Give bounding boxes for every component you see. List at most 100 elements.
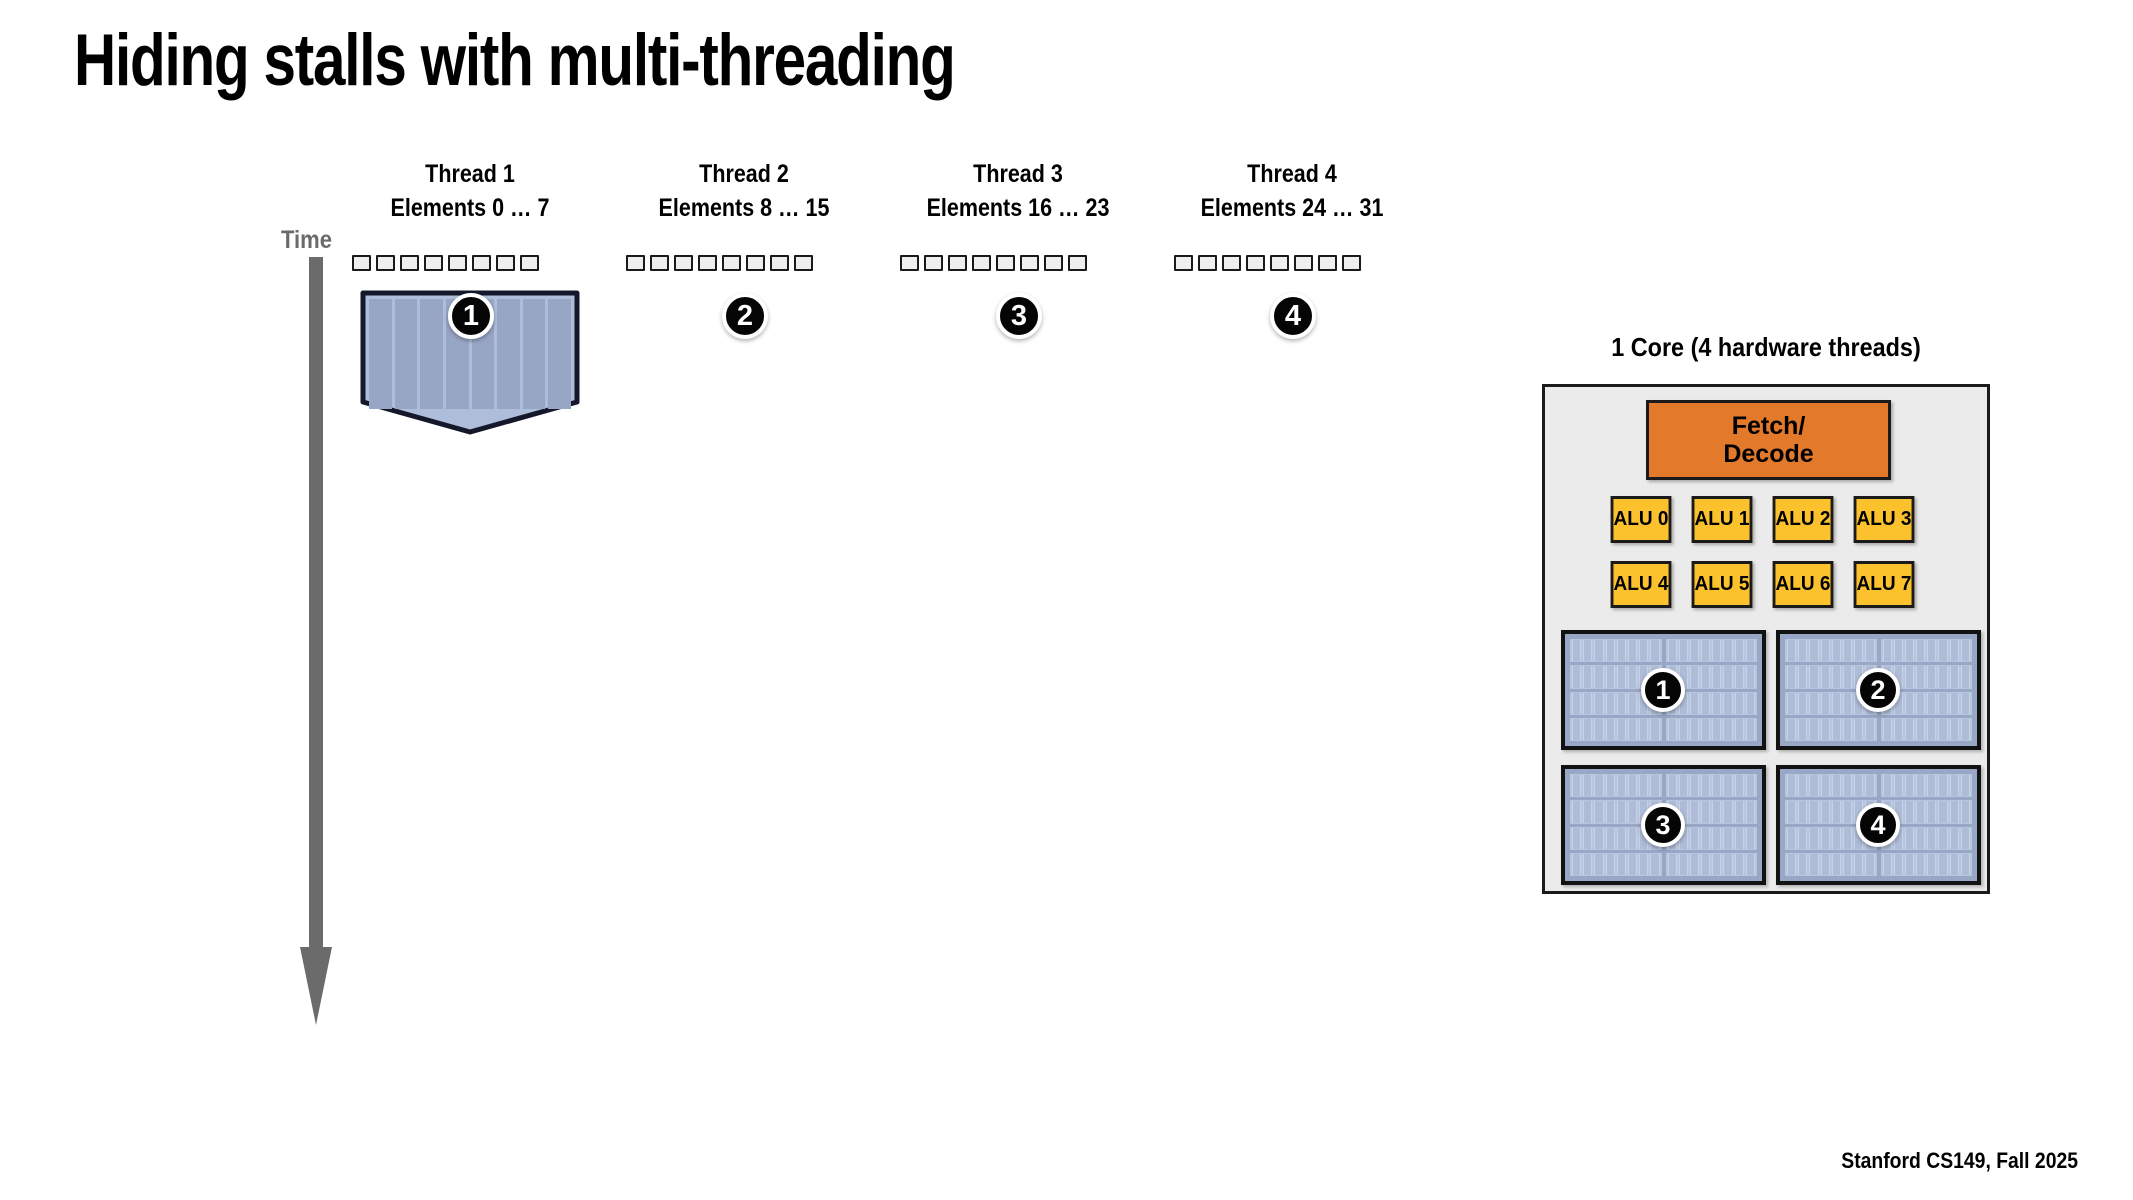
exec-context-slot <box>1960 718 1970 740</box>
exec-context-slot <box>1745 692 1755 714</box>
exec-context-cell <box>1665 691 1757 715</box>
exec-context-slot <box>1798 853 1808 875</box>
exec-context-slot <box>1572 853 1582 875</box>
exec-context-slot <box>1583 666 1593 688</box>
exec-context-slot <box>1723 827 1733 849</box>
exec-context-slot <box>1927 827 1937 849</box>
element-box <box>1270 255 1289 271</box>
exec-context-slot <box>1949 718 1959 740</box>
exec-context-slot <box>1842 640 1853 662</box>
exec-context-slot <box>1893 640 1903 662</box>
exec-context-slot <box>1916 718 1926 740</box>
exec-context-slot <box>1678 718 1688 740</box>
exec-context-row <box>1785 691 1972 715</box>
exec-context-slot <box>1639 640 1649 662</box>
exec-context-cell <box>1785 774 1877 798</box>
exec-context-slot <box>1809 775 1819 797</box>
exec-context-cell <box>1785 852 1877 876</box>
exec-context-slot <box>1605 666 1615 688</box>
work-block-stripe <box>548 299 571 409</box>
exec-context-slot <box>1854 775 1864 797</box>
exec-context-slot <box>1927 666 1937 688</box>
exec-context-slot <box>1938 801 1948 823</box>
exec-context-slot <box>1734 853 1744 875</box>
element-box <box>400 255 419 271</box>
exec-context-cell <box>1880 717 1972 741</box>
exec-context-slot <box>1627 692 1638 714</box>
exec-context-slot <box>1639 718 1649 740</box>
element-box <box>1222 255 1241 271</box>
element-box <box>924 255 943 271</box>
exec-context-slot <box>1865 853 1875 875</box>
exec-context-slot <box>1723 666 1733 688</box>
element-box <box>1294 255 1313 271</box>
exec-context-slot <box>1949 640 1959 662</box>
exec-context-slot <box>1594 853 1604 875</box>
exec-context-slot <box>1689 853 1700 875</box>
exec-context-slot <box>1798 718 1808 740</box>
exec-context-slot <box>1745 827 1755 849</box>
element-box <box>496 255 515 271</box>
exec-context-row <box>1785 826 1972 850</box>
exec-context-slot <box>1583 801 1593 823</box>
exec-context-slot <box>1938 775 1948 797</box>
exec-context-slot <box>1960 827 1970 849</box>
alu-6: ALU 6 <box>1772 561 1834 608</box>
exec-context-slot <box>1820 666 1830 688</box>
exec-context-slot <box>1627 775 1638 797</box>
exec-context-slot <box>1865 775 1875 797</box>
exec-context-cell <box>1570 774 1662 798</box>
exec-context-slot <box>1927 853 1937 875</box>
badge-exec-context-4: 4 <box>1856 803 1900 847</box>
exec-context-slot <box>1605 692 1615 714</box>
exec-context-slot <box>1616 718 1626 740</box>
exec-context-slot <box>1820 775 1830 797</box>
exec-context-slot <box>1583 827 1593 849</box>
element-box <box>996 255 1015 271</box>
exec-context-slot <box>1572 666 1582 688</box>
exec-context-slot <box>1712 827 1722 849</box>
exec-context-slot <box>1689 666 1700 688</box>
exec-context-slot <box>1616 801 1626 823</box>
element-box <box>352 255 371 271</box>
exec-context-slot <box>1734 640 1744 662</box>
thread-header-4: Thread 4 Elements 24 … 31 <box>1162 160 1422 223</box>
exec-context-slot <box>1927 718 1937 740</box>
exec-context-row <box>1570 852 1757 876</box>
element-box <box>794 255 813 271</box>
alu-4: ALU 4 <box>1610 561 1672 608</box>
exec-context-slot <box>1594 692 1604 714</box>
exec-context-cell <box>1785 826 1877 850</box>
element-row-thread-1 <box>352 255 539 271</box>
exec-context-slot <box>1904 692 1915 714</box>
exec-context-cell <box>1570 852 1662 876</box>
exec-context-slot <box>1734 801 1744 823</box>
exec-context-slot <box>1723 801 1733 823</box>
exec-context-row <box>1785 774 1972 798</box>
exec-context-slot <box>1949 666 1959 688</box>
exec-context-slot <box>1842 827 1853 849</box>
exec-context-slot <box>1712 718 1722 740</box>
element-box <box>424 255 443 271</box>
exec-context-slot <box>1938 827 1948 849</box>
exec-context-slot <box>1809 718 1819 740</box>
exec-context-slot <box>1627 718 1638 740</box>
element-box <box>1174 255 1193 271</box>
exec-context-row <box>1570 665 1757 689</box>
thread-elements-3: Elements 16 … 23 <box>926 193 1110 222</box>
element-box <box>1342 255 1361 271</box>
exec-context-slot <box>1678 853 1688 875</box>
exec-context-slot <box>1572 775 1582 797</box>
exec-context-cell <box>1665 717 1757 741</box>
exec-context-4 <box>1776 765 1981 885</box>
element-box <box>746 255 765 271</box>
exec-context-slot <box>1701 640 1711 662</box>
exec-context-slot <box>1809 801 1819 823</box>
exec-context-slot <box>1916 853 1926 875</box>
exec-context-slot <box>1650 640 1660 662</box>
exec-context-row <box>1570 691 1757 715</box>
thread-name-1: Thread 1 <box>425 160 515 188</box>
exec-context-slot <box>1949 827 1959 849</box>
exec-context-slot <box>1689 640 1700 662</box>
